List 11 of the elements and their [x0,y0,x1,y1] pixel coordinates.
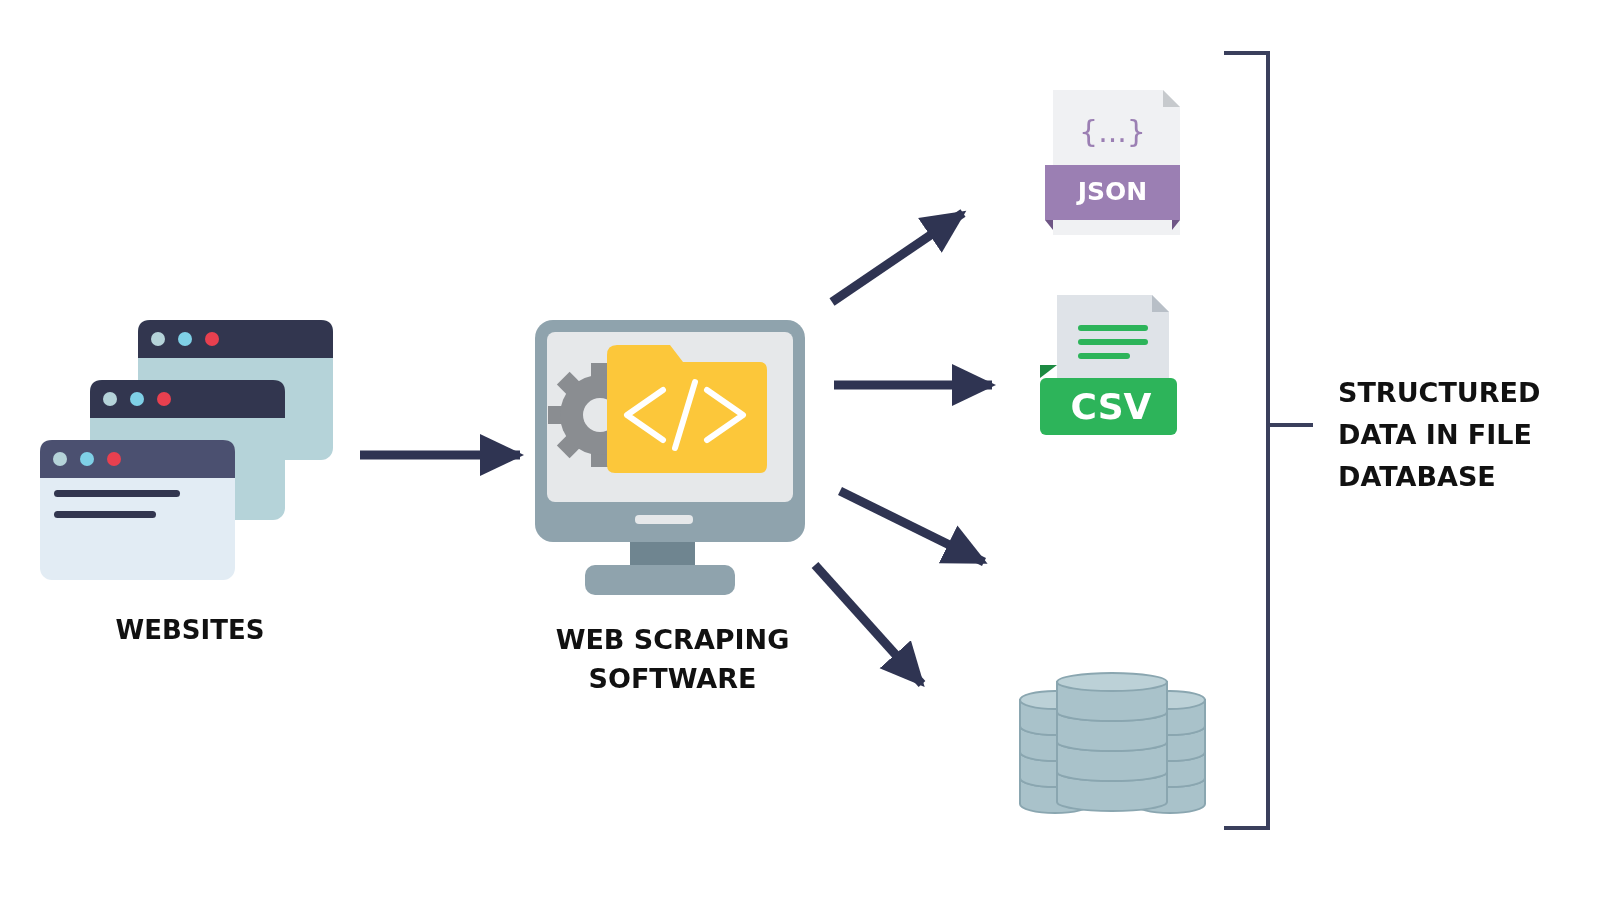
node-label: WEBSITES [114,614,266,647]
node-label: WEB SCRAPING SOFTWARE [554,623,791,697]
arrow [829,209,967,306]
format-label: {...} [1078,113,1147,151]
node-label: JSON [1075,176,1149,208]
bracket-label: STRUCTURED DATA IN FILE DATABASE [1338,376,1542,494]
arrow [838,486,988,567]
format-label: CSV [1069,385,1153,429]
arrow [811,562,926,687]
arrow [834,364,996,406]
arrow [360,434,524,476]
